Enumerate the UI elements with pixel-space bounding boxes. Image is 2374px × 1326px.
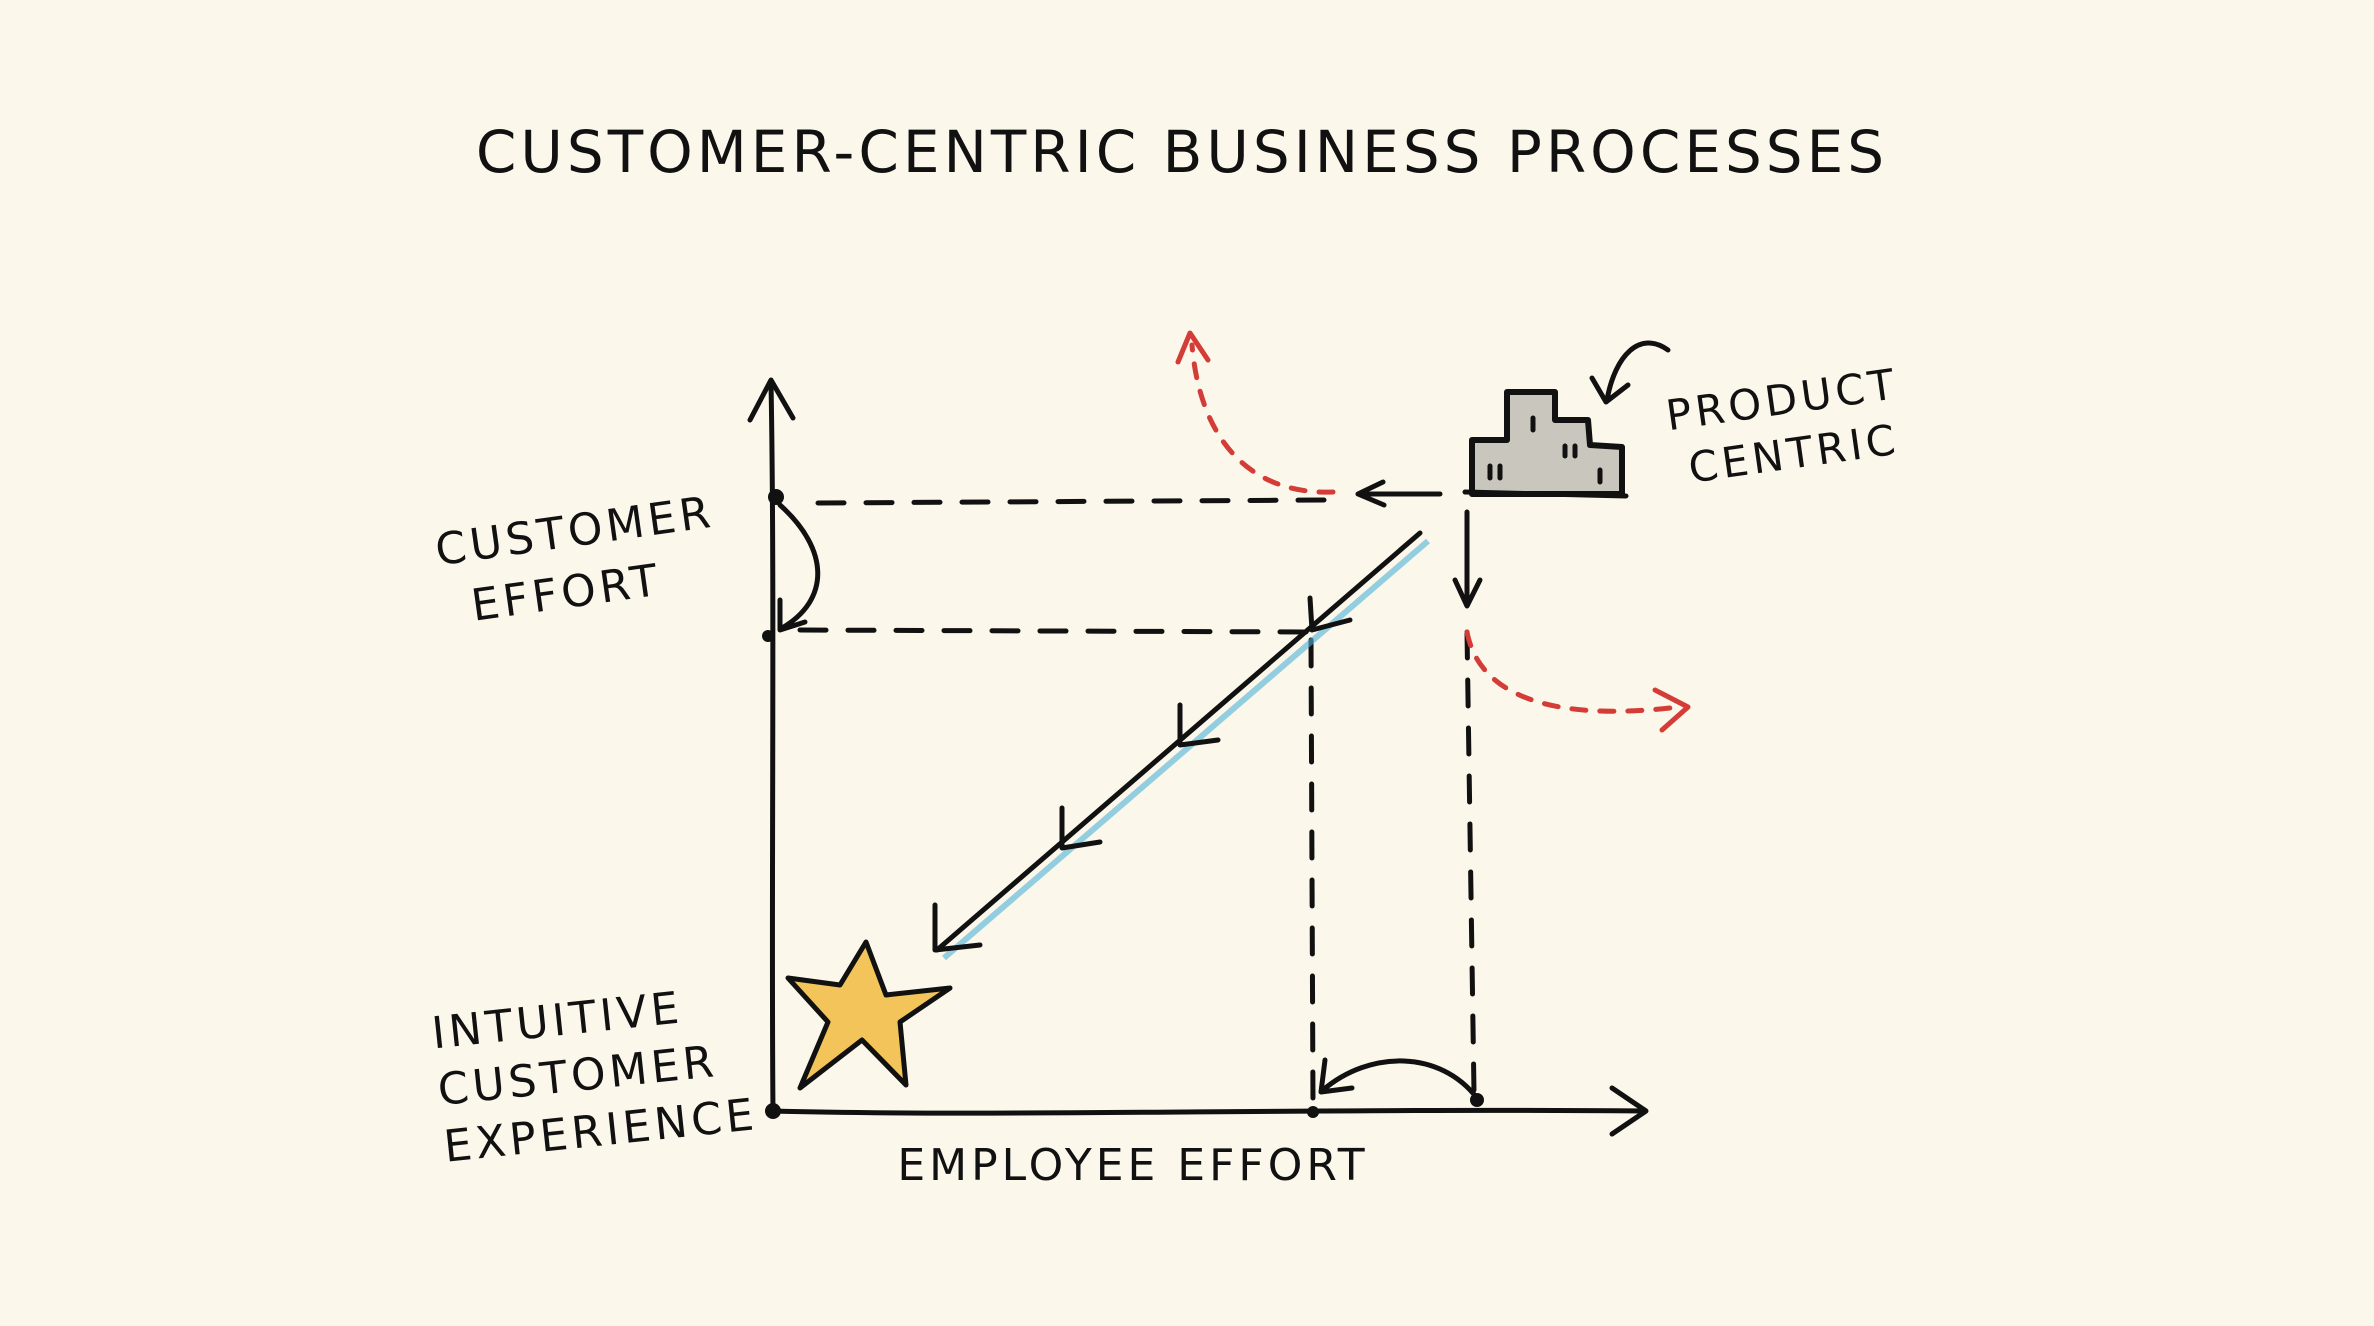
guide-low-customer-effort — [797, 627, 1314, 635]
diagram-title: CUSTOMER-CENTRIC BUSINESS PROCESSES — [476, 118, 1888, 186]
customer-effort-low-dot — [762, 630, 774, 642]
arrow-left-from-building — [1355, 479, 1443, 508]
customer-effort-reduction-arrow — [777, 502, 821, 633]
guide-high-customer-effort — [815, 497, 1329, 506]
product-centric-label: PRODUCT CENTRIC — [1663, 359, 1902, 492]
building-icon — [1462, 389, 1629, 499]
y-axis — [747, 377, 796, 1115]
guide-low-employee-effort — [1308, 637, 1316, 1108]
star-icon — [785, 939, 953, 1091]
customer-effort-high-dot — [768, 489, 784, 505]
diagonal-path-arrow — [932, 530, 1430, 961]
customer-effort-label-line1: CUSTOMER — [432, 487, 717, 577]
employee-effort-low-dot — [1307, 1106, 1319, 1118]
origin-dot — [765, 1103, 781, 1119]
customer-effort-label: CUSTOMER EFFORT — [432, 487, 717, 632]
employee-effort-reduction-arrow — [1318, 1057, 1480, 1101]
guide-high-employee-effort — [1464, 629, 1477, 1095]
arrow-down-from-building — [1452, 509, 1483, 609]
x-axis — [770, 1085, 1649, 1137]
product-centric-pointer-arrow — [1589, 340, 1671, 405]
employee-effort-label: EMPLOYEE EFFORT — [897, 1140, 1368, 1191]
red-dashed-arrow-up — [1175, 330, 1336, 495]
red-dashed-arrow-right — [1464, 629, 1691, 733]
intuitive-customer-experience-label: INTUITIVE CUSTOMER EXPERIENCE — [429, 982, 760, 1172]
